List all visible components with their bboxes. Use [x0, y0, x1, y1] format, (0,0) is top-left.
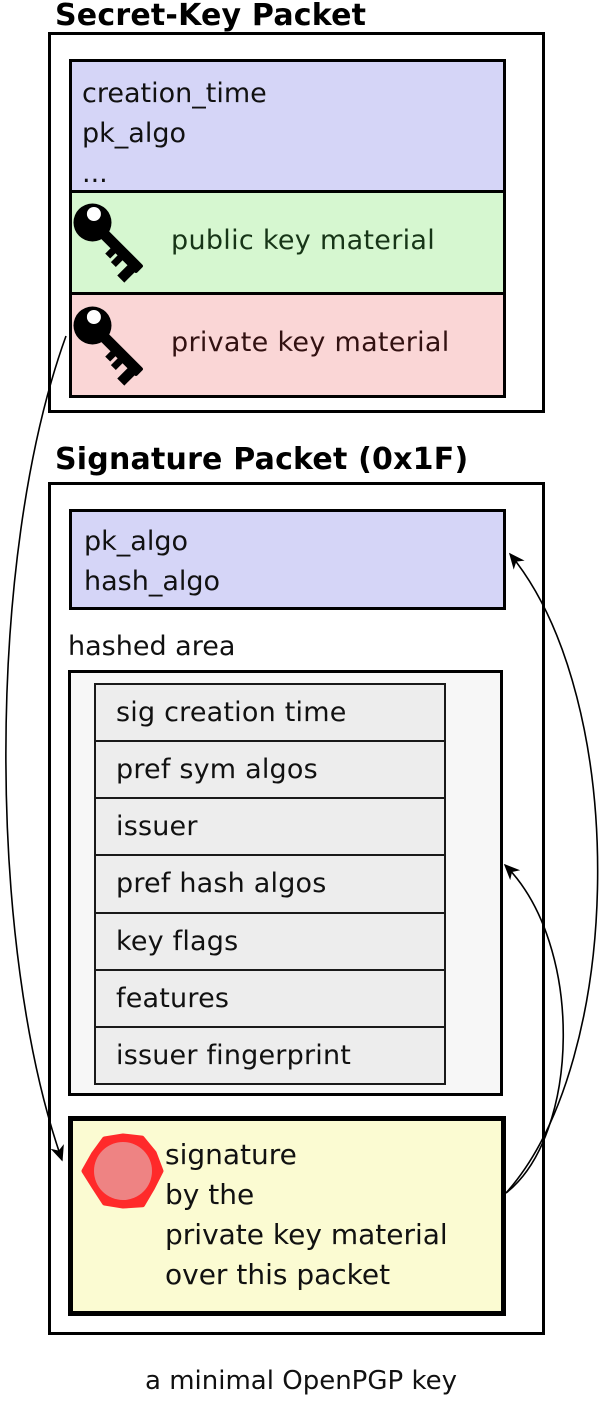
secret-key-packet-title: Secret-Key Packet — [55, 0, 367, 33]
signature-line: private key material — [165, 1218, 448, 1251]
signature-description: signature by the private key material ov… — [165, 1135, 448, 1295]
signature-line: by the — [165, 1178, 255, 1211]
subpacket-row: pref sym algos — [96, 740, 444, 798]
private-key-material-box: private key material — [69, 292, 506, 398]
public-key-material-label: public key material — [171, 225, 436, 256]
signature-header-fields-box: pk_algo hash_algo — [69, 509, 506, 610]
subpacket-row: pref hash algos — [96, 854, 444, 912]
signature-line: over this packet — [165, 1258, 391, 1291]
field-line: pk_algo — [82, 118, 186, 149]
signature-line: signature — [165, 1138, 297, 1171]
field-line: hash_algo — [84, 566, 221, 597]
field-line: creation_time — [82, 78, 267, 109]
key-icon — [73, 203, 143, 283]
secret-key-header-fields-box: creation_time pk_algo ... — [69, 59, 506, 193]
caption: a minimal OpenPGP key — [145, 1366, 457, 1396]
field-line: pk_algo — [84, 526, 188, 557]
field-line: ... — [82, 158, 108, 189]
subpacket-row: key flags — [96, 911, 444, 969]
hashed-area-box: sig creation time pref sym algos issuer … — [68, 670, 503, 1096]
private-key-material-label: private key material — [171, 327, 450, 358]
secret-key-packet-box: creation_time pk_algo ... public key mat… — [48, 32, 545, 413]
signature-packet-title: Signature Packet (0x1F) — [55, 442, 469, 477]
public-key-material-box: public key material — [69, 190, 506, 295]
subpacket-row: issuer — [96, 797, 444, 855]
subpacket-row: issuer fingerprint — [96, 1025, 444, 1083]
subpacket-table: sig creation time pref sym algos issuer … — [94, 683, 446, 1085]
key-icon — [73, 306, 143, 386]
signature-value-box: signature by the private key material ov… — [68, 1116, 506, 1316]
seal-icon — [81, 1133, 164, 1209]
hashed-area-label: hashed area — [68, 631, 236, 662]
signature-packet-box: pk_algo hash_algo sig creation time pref… — [48, 482, 545, 1335]
subpacket-row: sig creation time — [96, 685, 444, 741]
subpacket-row: features — [96, 968, 444, 1026]
